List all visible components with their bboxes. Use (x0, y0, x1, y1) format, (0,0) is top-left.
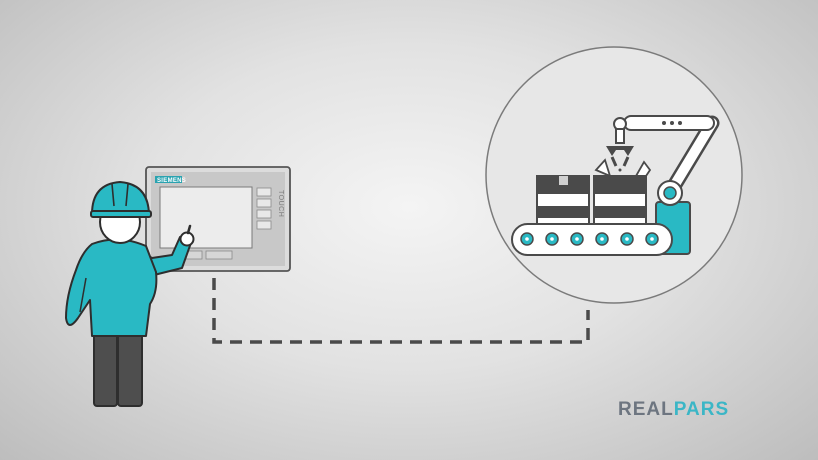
conveyor-belt-icon (511, 223, 673, 256)
hard-hat-brim (90, 210, 152, 218)
hmi-brand-label: SIEMENS (157, 178, 186, 184)
realpars-logo: REALPARS (618, 399, 729, 420)
operator-right-leg (117, 325, 143, 407)
hmi-brand-badge (155, 176, 182, 183)
operator-pointing-finger (186, 224, 192, 235)
svg-text:REALPARS: REALPARS (618, 399, 729, 420)
logo-text-real: REAL (618, 399, 674, 420)
hard-hat-ridge (111, 183, 129, 207)
operator-arm-seam (79, 277, 87, 313)
hmi-model-label: TOUCH (277, 190, 284, 217)
operator-hand (179, 231, 195, 247)
hmi-screen (159, 186, 253, 249)
hard-hat-icon (90, 180, 151, 215)
connection-dashed-line (212, 278, 590, 344)
operator-torso (65, 238, 158, 337)
box-icon-right (593, 158, 652, 225)
logo-text-pars: PARS (674, 399, 729, 420)
hmi-side-buttons (256, 187, 272, 230)
operator-left-leg (93, 325, 118, 407)
box-icon-left (536, 175, 590, 225)
robot-gripper (606, 146, 634, 156)
operator-figure-icon (65, 180, 195, 407)
